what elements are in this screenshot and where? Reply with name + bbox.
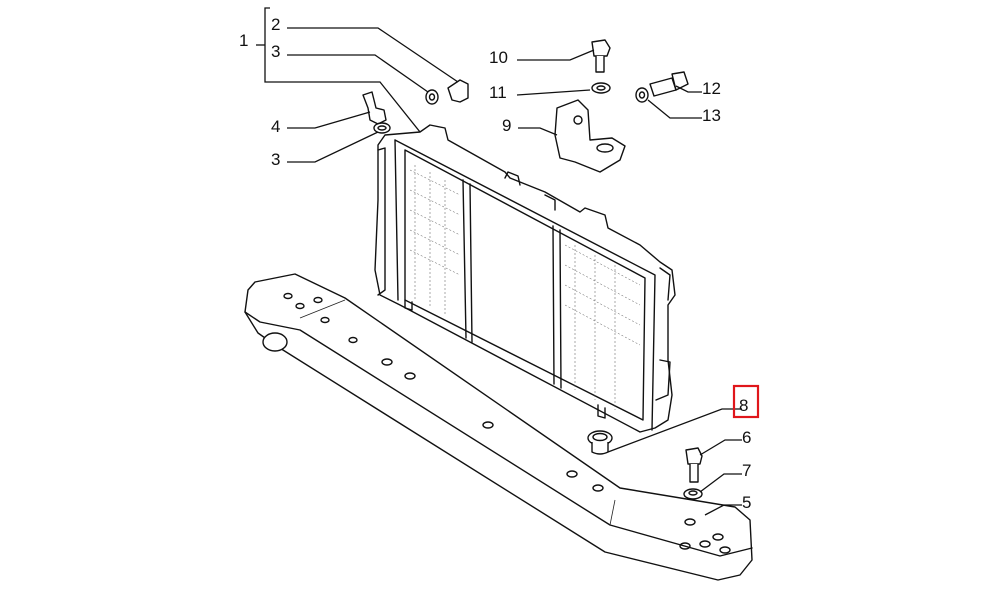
label-13: 13: [702, 106, 721, 125]
label-2: 2: [271, 15, 280, 34]
label-8: 8: [739, 396, 748, 415]
washer-part-11[interactable]: [591, 82, 611, 94]
bolt-part-12[interactable]: [649, 71, 689, 97]
washer-part-13[interactable]: [635, 87, 649, 103]
label-12: 12: [702, 79, 721, 98]
bracket-part-9[interactable]: [554, 99, 626, 173]
label-1: 1: [239, 31, 248, 50]
label-10: 10: [489, 48, 508, 67]
bolt-part-10[interactable]: [591, 39, 611, 73]
label-7: 7: [742, 461, 751, 480]
bleed-screw-part-4[interactable]: [362, 91, 387, 125]
crossmember-part-5[interactable]: [244, 273, 753, 581]
label-6: 6: [742, 428, 751, 447]
washer-part-7[interactable]: [683, 488, 703, 500]
highlight-box: [732, 384, 760, 419]
label-11: 11: [489, 83, 507, 102]
plug-part-2[interactable]: [447, 79, 469, 103]
washer-part-3-bottom[interactable]: [373, 122, 391, 134]
label-4: 4: [271, 117, 280, 136]
label-9: 9: [502, 116, 511, 135]
washer-part-3-top[interactable]: [425, 89, 439, 105]
label-5: 5: [742, 493, 751, 512]
leader-lines: [256, 7, 742, 516]
bolt-part-6[interactable]: [685, 447, 703, 483]
radiator-core[interactable]: [374, 124, 676, 433]
bushing-part-8[interactable]: [587, 430, 613, 455]
label-3-bottom: 3: [271, 150, 280, 169]
label-3-top: 3: [271, 42, 280, 61]
